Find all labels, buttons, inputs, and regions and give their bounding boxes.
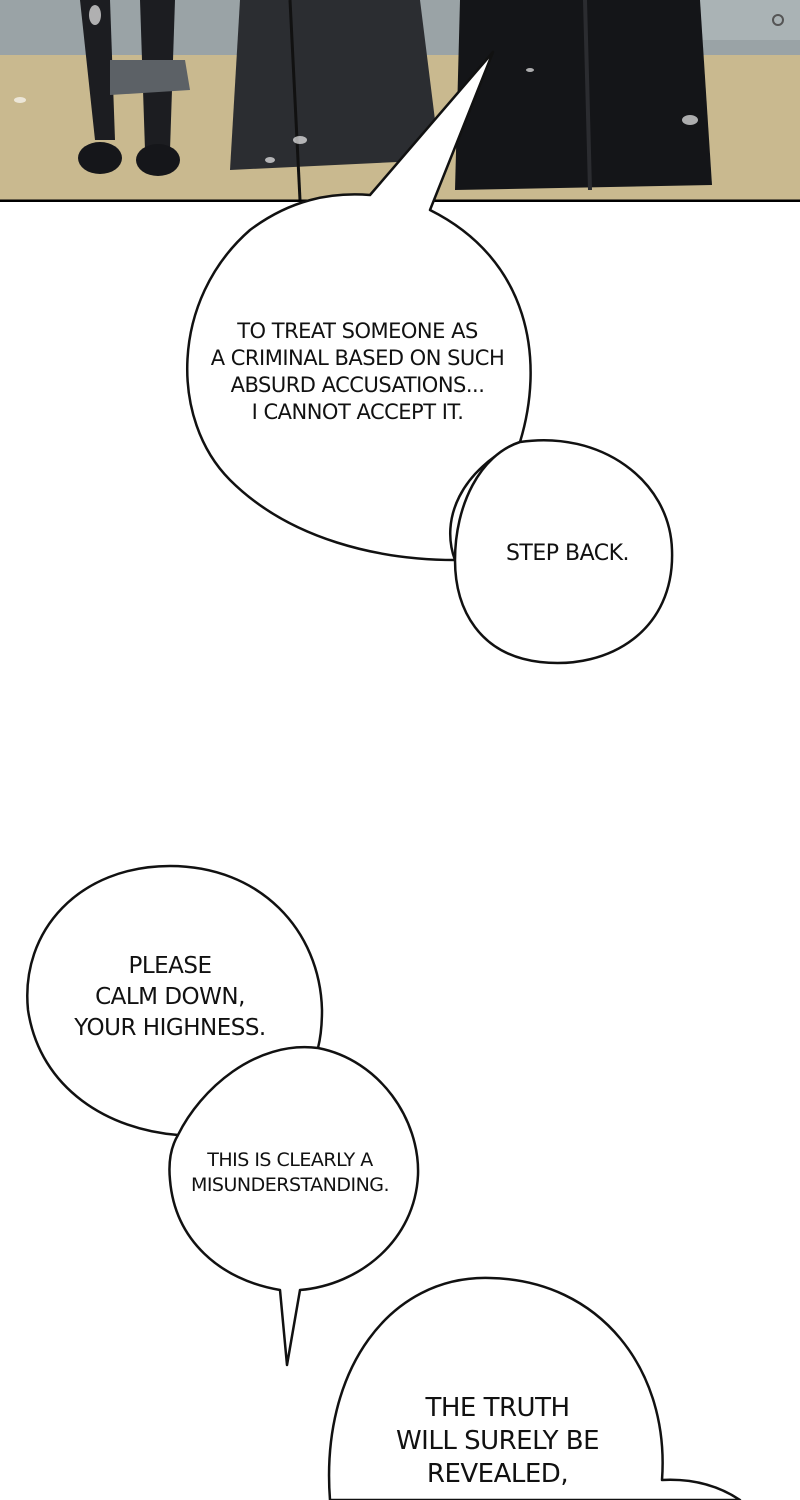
bubble-5-text: THE TRUTH WILL SURELY BE REVEALED, <box>365 1392 630 1491</box>
bubble-4-line-1: THIS IS CLEARLY A <box>207 1149 373 1171</box>
figure-left-leg <box>80 0 115 140</box>
bubble-2-text: STEP BACK. <box>470 540 665 567</box>
bubble-1-line-4: I CANNOT ACCEPT IT. <box>251 400 464 424</box>
bubble-5-line-2: WILL SURELY BE <box>395 1426 600 1456</box>
bubble-3-line-2: CALM DOWN, <box>95 984 245 1010</box>
figure-middle-robe <box>230 0 440 170</box>
bubble-1-text: TO TREAT SOMEONE AS A CRIMINAL BASED ON … <box>205 318 510 426</box>
comic-panel-top <box>0 0 800 202</box>
bubble-1-line-2: A CRIMINAL BASED ON SUCH <box>210 346 505 370</box>
bubble-2-line-1: STEP BACK. <box>505 541 630 566</box>
bubble-5-line-1: THE TRUTH <box>425 1393 570 1423</box>
bubble-1-line-1: TO TREAT SOMEONE AS <box>237 319 478 343</box>
bubble-3-line-3: YOUR HIGHNESS. <box>74 1015 266 1041</box>
bubble-3-line-1: PLEASE <box>128 953 212 979</box>
panel-illustration <box>0 0 800 202</box>
speech-bubble-5 <box>327 1276 742 1500</box>
bubble-4-line-2: MISUNDERSTANDING. <box>190 1174 390 1196</box>
bubble-3-text: PLEASE CALM DOWN, YOUR HIGHNESS. <box>55 951 285 1044</box>
bubble-1-line-3: ABSURD ACCUSATIONS... <box>230 373 485 397</box>
speech-bubble-4 <box>168 1045 420 1367</box>
speech-bubble-1 <box>186 50 532 562</box>
bubble-5-line-3: REVEALED, <box>426 1459 569 1489</box>
figure-right-robe <box>455 0 712 190</box>
speech-bubble-2 <box>453 439 674 665</box>
bubble-4-text: THIS IS CLEARLY A MISUNDERSTANDING. <box>180 1148 400 1198</box>
